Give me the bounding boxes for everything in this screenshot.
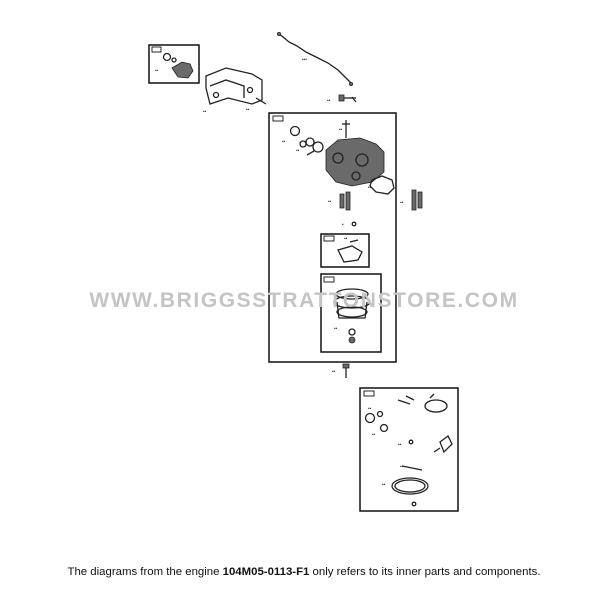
svg-text:••: •• <box>328 199 332 204</box>
svg-text:••: •• <box>400 464 404 469</box>
svg-text:••: •• <box>382 482 386 487</box>
svg-text:••: •• <box>334 326 338 331</box>
watermark: WWW.BRIGGSSTRATTONSTORE.COM <box>89 289 519 312</box>
svg-text:••: •• <box>203 109 207 114</box>
svg-text:••: •• <box>372 432 376 437</box>
throttle-link-rod[interactable]: ••• <box>276 32 353 87</box>
svg-text:••: •• <box>400 200 404 205</box>
elbow-fitting-group[interactable]: •• <box>148 44 200 84</box>
carburetor-assembly-box[interactable] <box>268 112 397 363</box>
caption-suffix: only refers to its inner parts and compo… <box>309 566 541 578</box>
svg-text:••: •• <box>332 369 336 374</box>
svg-text:••: •• <box>296 148 300 153</box>
mounting-bracket[interactable]: •• •• <box>203 67 267 114</box>
svg-text:••: •• <box>368 406 372 411</box>
carburetor-body[interactable]: •• <box>325 120 385 187</box>
svg-text:••: •• <box>368 185 372 190</box>
float-kit-box[interactable]: •• <box>320 233 370 268</box>
svg-text:••: •• <box>344 236 348 241</box>
svg-text:••: •• <box>327 98 331 103</box>
carburetor-bolt[interactable]: •• <box>332 363 350 378</box>
svg-text:••: •• <box>246 107 250 112</box>
svg-text:••: •• <box>155 68 159 73</box>
svg-text:••: •• <box>282 139 286 144</box>
fuel-bowl-kit-box[interactable]: •• <box>320 273 382 353</box>
svg-text:•: • <box>342 222 344 227</box>
svg-text:••: •• <box>339 127 343 132</box>
caption-prefix: The diagrams from the engine <box>67 566 223 578</box>
intake-gasket[interactable]: •• <box>368 175 395 195</box>
carburetor-gaskets[interactable]: •• •• <box>282 125 324 156</box>
screw-set-top[interactable]: •• <box>327 94 357 103</box>
fuel-bowl-screws[interactable]: •• •• • <box>328 189 423 227</box>
svg-text:••: •• <box>398 442 402 447</box>
engine-caption: The diagrams from the engine 104M05-0113… <box>0 566 608 578</box>
svg-text:•••: ••• <box>302 57 307 62</box>
engine-model: 104M05-0113-F1 <box>222 566 310 578</box>
gasket-kit-box[interactable]: •• •• •• •• •• <box>359 387 459 512</box>
